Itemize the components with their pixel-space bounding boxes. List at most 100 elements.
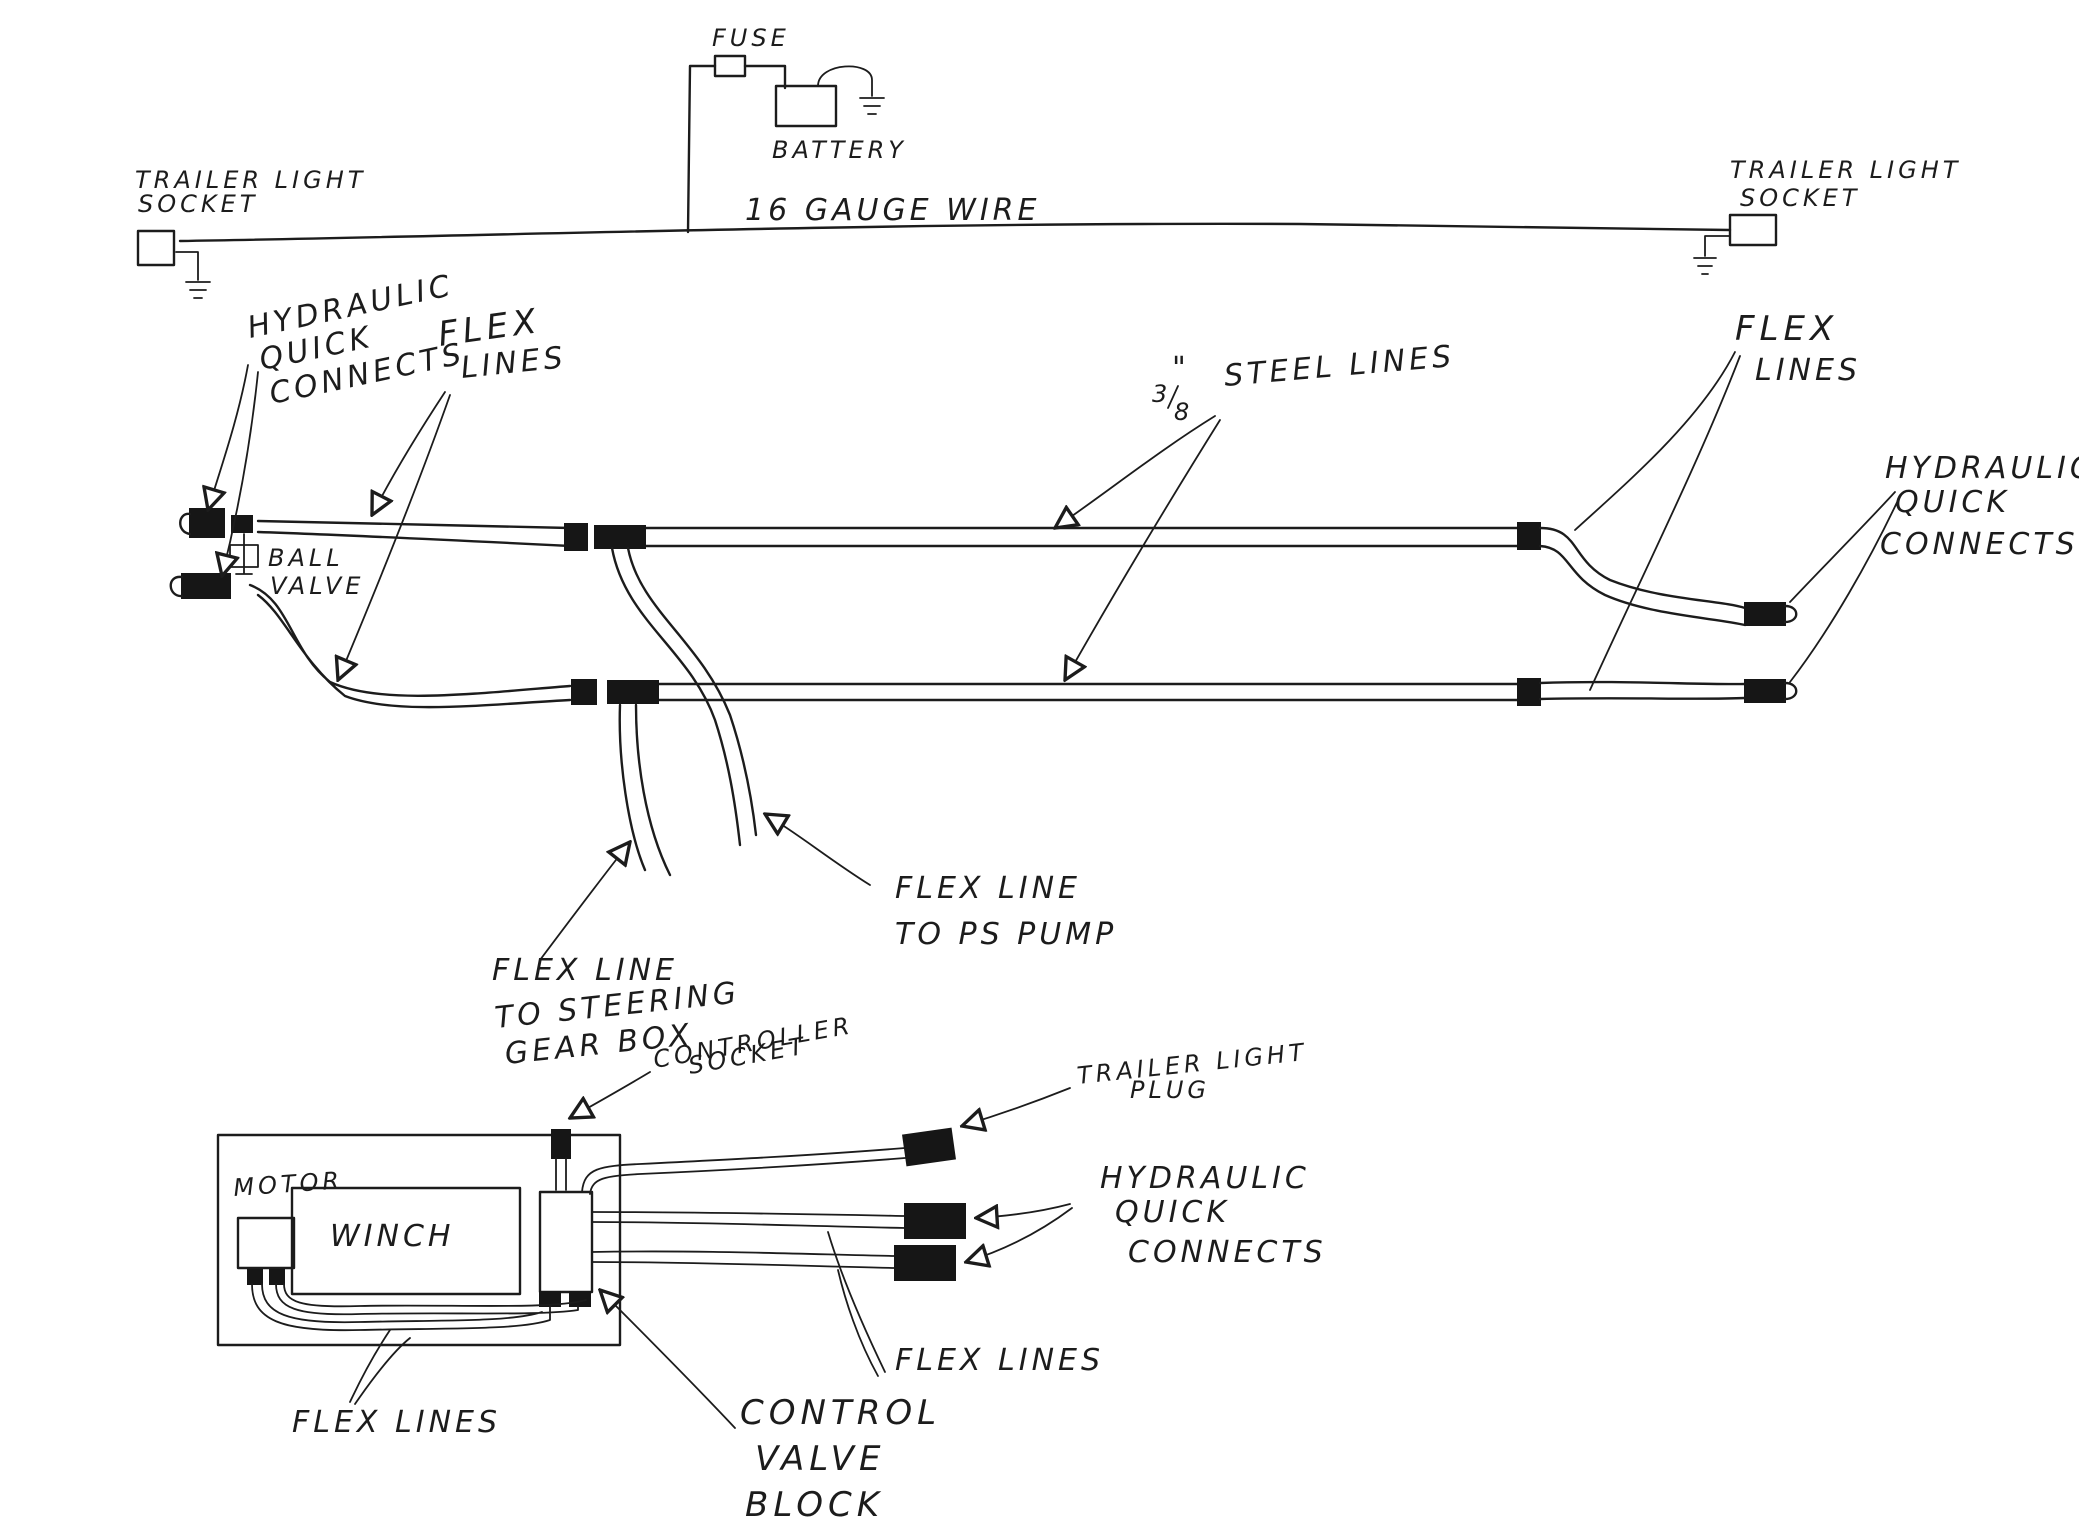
leader-control-valve [600,1290,736,1429]
fitting-upper-right [1517,522,1541,550]
ball-valve-stem [235,533,253,575]
ground-symbol-left [175,251,211,299]
steel-line-lower [608,682,1522,702]
plug-label-line2: PLUG [1130,1076,1210,1104]
fitting-lower-right [1517,678,1541,706]
hydraulic-quick-connect-right-lower [1744,679,1786,703]
hydraulic-quick-connect-left-upper [189,508,225,538]
hqc-bottom-label-line2: QUICK [1115,1195,1230,1230]
socket-left-label-line1: TRAILER LIGHT [135,166,366,194]
ps-pump-label-line2: TO PS PUMP [895,917,1117,952]
trailer-light-plug [902,1127,956,1167]
leader-flex-right-2 [1589,355,1741,691]
steel-size-denominator: 8 [1174,398,1193,426]
steel-size-numerator: 3 [1152,380,1171,408]
leader-controller-socket [570,1071,651,1118]
leader-plug [962,1087,1071,1126]
flex-right-label-line2: LINES [1755,353,1861,388]
winch-label: WINCH [330,1219,454,1254]
wire-label: 16 GAUGE WIRE [745,193,1041,228]
leader-steering [539,842,630,961]
ps-pump-label-line1: FLEX LINE [895,871,1081,906]
leader-flex-left-2 [338,394,451,680]
flex-line-left-upper [256,519,572,548]
fitting-upper-left-a [564,523,588,551]
hqc-bottom-label-line1: HYDRAULIC [1100,1161,1310,1196]
flex-bottom-left-label: FLEX LINES [292,1405,501,1440]
mounting-plate [216,1133,622,1347]
fuse-label: FUSE [712,24,790,52]
flex-line-right-upper [1538,526,1747,627]
hqc-right-label-line2: QUICK [1895,485,2010,520]
steel-line-upper [598,526,1522,548]
control-valve-label-line1: CONTROL [740,1393,941,1433]
leader-hqc-left-1 [208,364,249,510]
hydraulic-quick-connect-bottom-lower [894,1245,956,1281]
hqc-bottom-label-line3: CONNECTS [1128,1235,1327,1270]
trailer-light-socket-right [1728,213,1778,247]
fuse-icon [713,54,747,78]
leader-flex-right-1 [1574,351,1736,531]
leader-steel-2 [1065,419,1221,680]
control-valve-label-line3: BLOCK [745,1485,884,1525]
ball-valve-body [231,515,253,533]
quick-connect-left-upper-tip [179,512,192,536]
wire-16-gauge [178,222,1732,243]
socket-right-label-line2: SOCKET [1740,184,1860,212]
ground-symbol-right [1693,235,1731,275]
leader-flex-left-1 [372,391,446,515]
winch-box [290,1186,522,1296]
quick-connect-left-lower-tip [169,575,184,598]
control-valve-block [538,1190,594,1294]
flex-line-to-plug [581,1147,906,1195]
flex-line-ps-pump [610,546,758,847]
controller-socket-icon [551,1129,571,1159]
socket-right-label-line1: TRAILER LIGHT [1730,156,1961,184]
fuse-to-battery-wire [743,64,787,90]
leader-flex-bottom-right-1 [827,1231,886,1373]
hydraulic-quick-connect-right-upper [1744,602,1786,626]
motor-fitting-a [247,1269,263,1285]
leader-ps-pump [765,814,871,886]
hydraulic-quick-connect-left-lower [181,573,231,599]
hqc-right-label-line3: CONNECTS [1880,527,2079,562]
hydraulic-quick-connect-bottom-upper [904,1203,966,1239]
leader-flex-bottom-left-2 [354,1337,411,1405]
steel-lines-label: STEEL LINES [1223,339,1457,394]
battery-ground-wire [817,65,885,115]
leader-hqc-bottom-2 [966,1207,1073,1262]
controller-socket-wire [555,1157,567,1191]
fitting-lower-left-b [607,680,659,704]
winch-assembly: CONTROLLER SOCKET TRAILER LIGHT PLUG HYD… [216,1011,1327,1525]
leader-hqc-bottom-1 [976,1203,1071,1218]
trailer-light-socket-left [136,229,176,267]
battery-icon [774,84,838,128]
leader-hqc-left-2 [222,371,259,576]
steering-label-line1: FLEX LINE [492,953,678,988]
fitting-upper-left-b [594,525,646,549]
flex-right-label-line1: FLEX [1735,309,1838,349]
leader-flex-bottom-right-2 [837,1269,879,1377]
ball-valve-label-line2: VALVE [270,572,364,600]
flex-line-right-lower [1538,680,1747,701]
flex-bottom-right-label: FLEX LINES [895,1343,1104,1378]
motor-fitting-b [269,1269,285,1285]
flex-line-left-lower [248,583,572,709]
leader-steel-1 [1055,415,1216,528]
motor-label: MOTOR [232,1166,344,1202]
leader-hqc-right-2 [1789,495,1901,683]
hydraulic-section: HYDRAULIC QUICK CONNECTS FLEX LINES " 3 … [169,268,2079,1072]
ball-valve-label-line1: BALL [268,544,344,572]
flex-lines-loop [251,1283,587,1332]
quick-connect-right-upper-tip [1783,604,1798,624]
electrical-section: FUSE BATTERY 16 GAUGE WIRE TRAILER LIGHT… [135,24,1961,299]
flex-line-steering [618,703,672,877]
motor-box [236,1216,296,1270]
leader-flex-bottom-left-1 [349,1329,391,1403]
fitting-lower-left-a [571,679,597,705]
flex-line-to-connect-lower [591,1250,896,1269]
quick-connect-right-lower-tip [1783,681,1798,701]
socket-left-label-line2: SOCKET [138,190,258,218]
leader-hqc-right-1 [1789,491,1896,603]
